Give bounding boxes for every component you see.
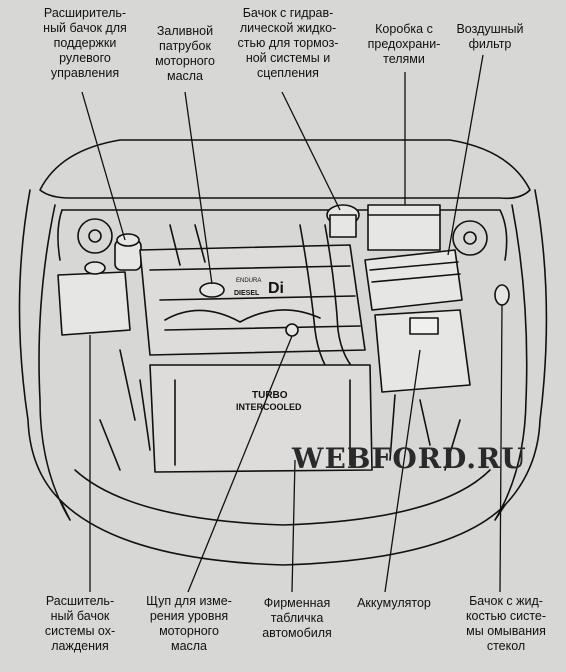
label-fuse-box: Коробка с предохрани- телями bbox=[367, 22, 441, 66]
hood-outline bbox=[39, 139, 531, 200]
left-fender bbox=[18, 189, 71, 521]
intercooled-text: INTERCOOLED bbox=[236, 402, 302, 412]
watermark: WEBFORD.RU bbox=[292, 442, 527, 475]
right-fender bbox=[494, 189, 548, 521]
label-washer-reservoir: Бачок с жид- костью систе- мы омывания с… bbox=[465, 594, 547, 653]
leader-dipstick bbox=[187, 335, 293, 593]
battery-shape bbox=[374, 309, 471, 393]
label-steering-reservoir: Расширитель- ный бачок для поддержки рул… bbox=[43, 6, 127, 80]
label-brake-reservoir: Бачок с гидрав- лической жидко- стью для… bbox=[237, 6, 339, 80]
leader-steering bbox=[81, 91, 126, 241]
leader-air-filter bbox=[447, 54, 484, 256]
label-coolant-reservoir: Расшитель- ный бачок системы ох- лаждени… bbox=[44, 594, 116, 653]
coolant-reservoir-shape bbox=[57, 271, 131, 336]
label-oil-filler: Заливной патрубок моторного масла bbox=[155, 24, 215, 83]
air-filter-shape bbox=[364, 249, 463, 311]
engine-brand-text: ENDURA bbox=[236, 278, 262, 284]
leader-brake bbox=[281, 91, 341, 211]
leader-oil-filler bbox=[184, 91, 213, 285]
label-dipstick: Щуп для изме- рения уровня моторного мас… bbox=[146, 594, 232, 653]
intercooler bbox=[149, 364, 373, 473]
label-air-filter: Воздушный фильтр bbox=[456, 22, 524, 51]
front-bumper bbox=[59, 499, 506, 566]
turbo-text: TURBO bbox=[252, 390, 288, 401]
leader-vin bbox=[291, 459, 296, 593]
label-vin-plate: Фирменная табличка автомобиля bbox=[262, 596, 332, 640]
fuse-box-shape bbox=[367, 204, 441, 251]
leader-battery bbox=[384, 349, 421, 593]
engine-diesel-text: DIESEL bbox=[234, 290, 260, 297]
engine-di-text: Di bbox=[268, 280, 284, 297]
label-battery: Аккумулятор bbox=[357, 596, 431, 610]
leader-washer bbox=[499, 304, 503, 593]
